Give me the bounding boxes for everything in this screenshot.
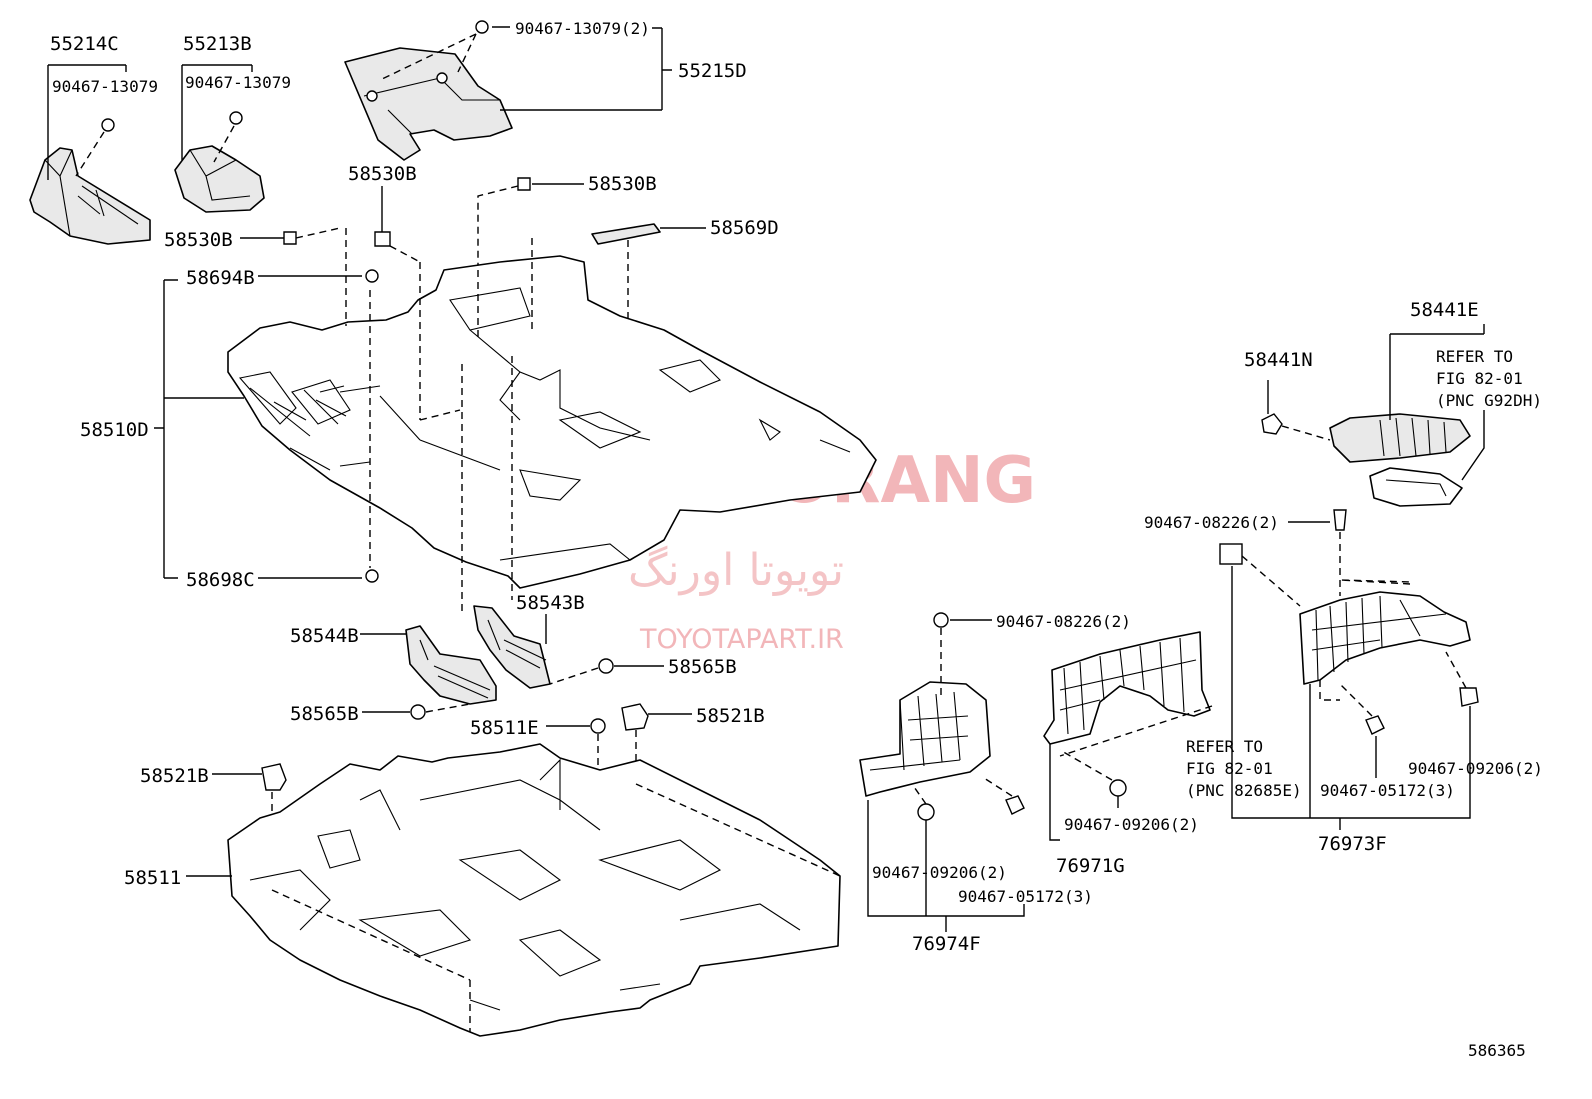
label-58543b: 58543B (516, 592, 585, 614)
label-90467-09206-a: 90467-09206(2) (872, 863, 1007, 882)
bolt-icon (517, 177, 531, 191)
part-76971g-trim (1043, 631, 1213, 841)
part-55215d-drawing (344, 20, 672, 161)
label-58441e: 58441E (1410, 299, 1479, 321)
label-58569d: 58569D (710, 217, 779, 239)
label-90467-09206-b: 90467-09206(2) (1064, 815, 1199, 834)
58510d-leaders (154, 269, 379, 583)
clip-icon (1333, 509, 1347, 531)
label-58511e: 58511E (470, 717, 539, 739)
label-76974f: 76974F (912, 933, 981, 955)
label-90467-05172-a: 90467-05172(3) (958, 887, 1093, 906)
label-58510d: 58510D (80, 419, 149, 441)
label-90467-08226-b: 90467-08226(2) (1144, 513, 1279, 532)
figure-number: 586365 (1468, 1041, 1526, 1060)
part-55213b-drawing (174, 64, 265, 213)
part-58441e-cover (1261, 324, 1485, 507)
clip-icon (1459, 687, 1479, 707)
clip-icon (475, 20, 489, 34)
clip-icon (933, 612, 949, 628)
watermark-url: TOYOTAPART.IR (639, 624, 844, 655)
label-58530b-c: 58530B (164, 229, 233, 251)
clip-icon (365, 269, 379, 283)
label-55215d: 55215D (678, 60, 747, 82)
clip-icon (101, 118, 115, 132)
part-76974f-trim (859, 612, 1025, 932)
label-55214c: 55214C (50, 33, 119, 55)
clip-icon (590, 718, 606, 734)
label-refer-a-1: REFER TO (1436, 347, 1513, 366)
clip-icon (598, 658, 614, 674)
clip-icon (366, 90, 378, 102)
clip-icon (1261, 413, 1283, 435)
label-58441n: 58441N (1244, 349, 1313, 371)
label-58530b-a: 58530B (348, 163, 417, 185)
part-58543b-bracket (473, 605, 551, 689)
part-55214c-drawing (29, 64, 151, 245)
clip-icon (1109, 779, 1127, 797)
bolt-icon (374, 231, 391, 247)
clip-icon (436, 72, 448, 84)
pad-icon (1219, 543, 1243, 565)
label-refer-b-1: REFER TO (1186, 737, 1263, 756)
clip-icon (1005, 795, 1025, 815)
grommet-icon (261, 763, 287, 791)
label-90467-08226-a: 90467-08226(2) (996, 612, 1131, 631)
label-58511: 58511 (124, 867, 181, 889)
label-58698c: 58698C (186, 569, 255, 591)
part-58544b-bracket (360, 625, 497, 705)
label-refer-a-3: (PNC G92DH) (1436, 391, 1542, 410)
clip-icon (229, 111, 243, 125)
label-58521b-a: 58521B (696, 705, 765, 727)
label-90467-13079-a: 90467-13079 (52, 77, 158, 96)
label-55213b: 55213B (183, 33, 252, 55)
label-90467-13079-b: 90467-13079 (185, 73, 291, 92)
label-58544b: 58544B (290, 625, 359, 647)
clip-icon (917, 803, 935, 821)
label-refer-a-2: FIG 82-01 (1436, 369, 1523, 388)
clip-icon (410, 704, 426, 720)
part-76973f-trim (1219, 509, 1479, 830)
clip-icon (365, 569, 379, 583)
label-58521b-b: 58521B (140, 765, 209, 787)
label-58565b-a: 58565B (668, 656, 737, 678)
label-58565b-b: 58565B (290, 703, 359, 725)
label-90467-13079-c: 90467-13079(2) (515, 19, 650, 38)
label-refer-b-2: FIG 82-01 (1186, 759, 1273, 778)
part-58510d-carpet (227, 228, 877, 612)
clip-58565b-group (362, 658, 664, 720)
label-76971g: 76971G (1056, 855, 1125, 877)
label-90467-05172-b: 90467-05172(3) (1320, 781, 1455, 800)
label-refer-b-3: (PNC 82685E) (1186, 781, 1302, 800)
bolt-58530b-group (240, 177, 584, 270)
watermark-brand-persian: تویوتا اورنگ (628, 545, 844, 596)
label-76973f: 76973F (1318, 833, 1387, 855)
grommet-icon (621, 703, 649, 731)
bolt-icon (283, 231, 297, 245)
label-58694b: 58694B (186, 267, 255, 289)
clip-icon (1365, 715, 1385, 735)
label-90467-09206-c: 90467-09206(2) (1408, 759, 1543, 778)
label-58530b-b: 58530B (588, 173, 657, 195)
part-58511-floor-pan (186, 743, 841, 1037)
